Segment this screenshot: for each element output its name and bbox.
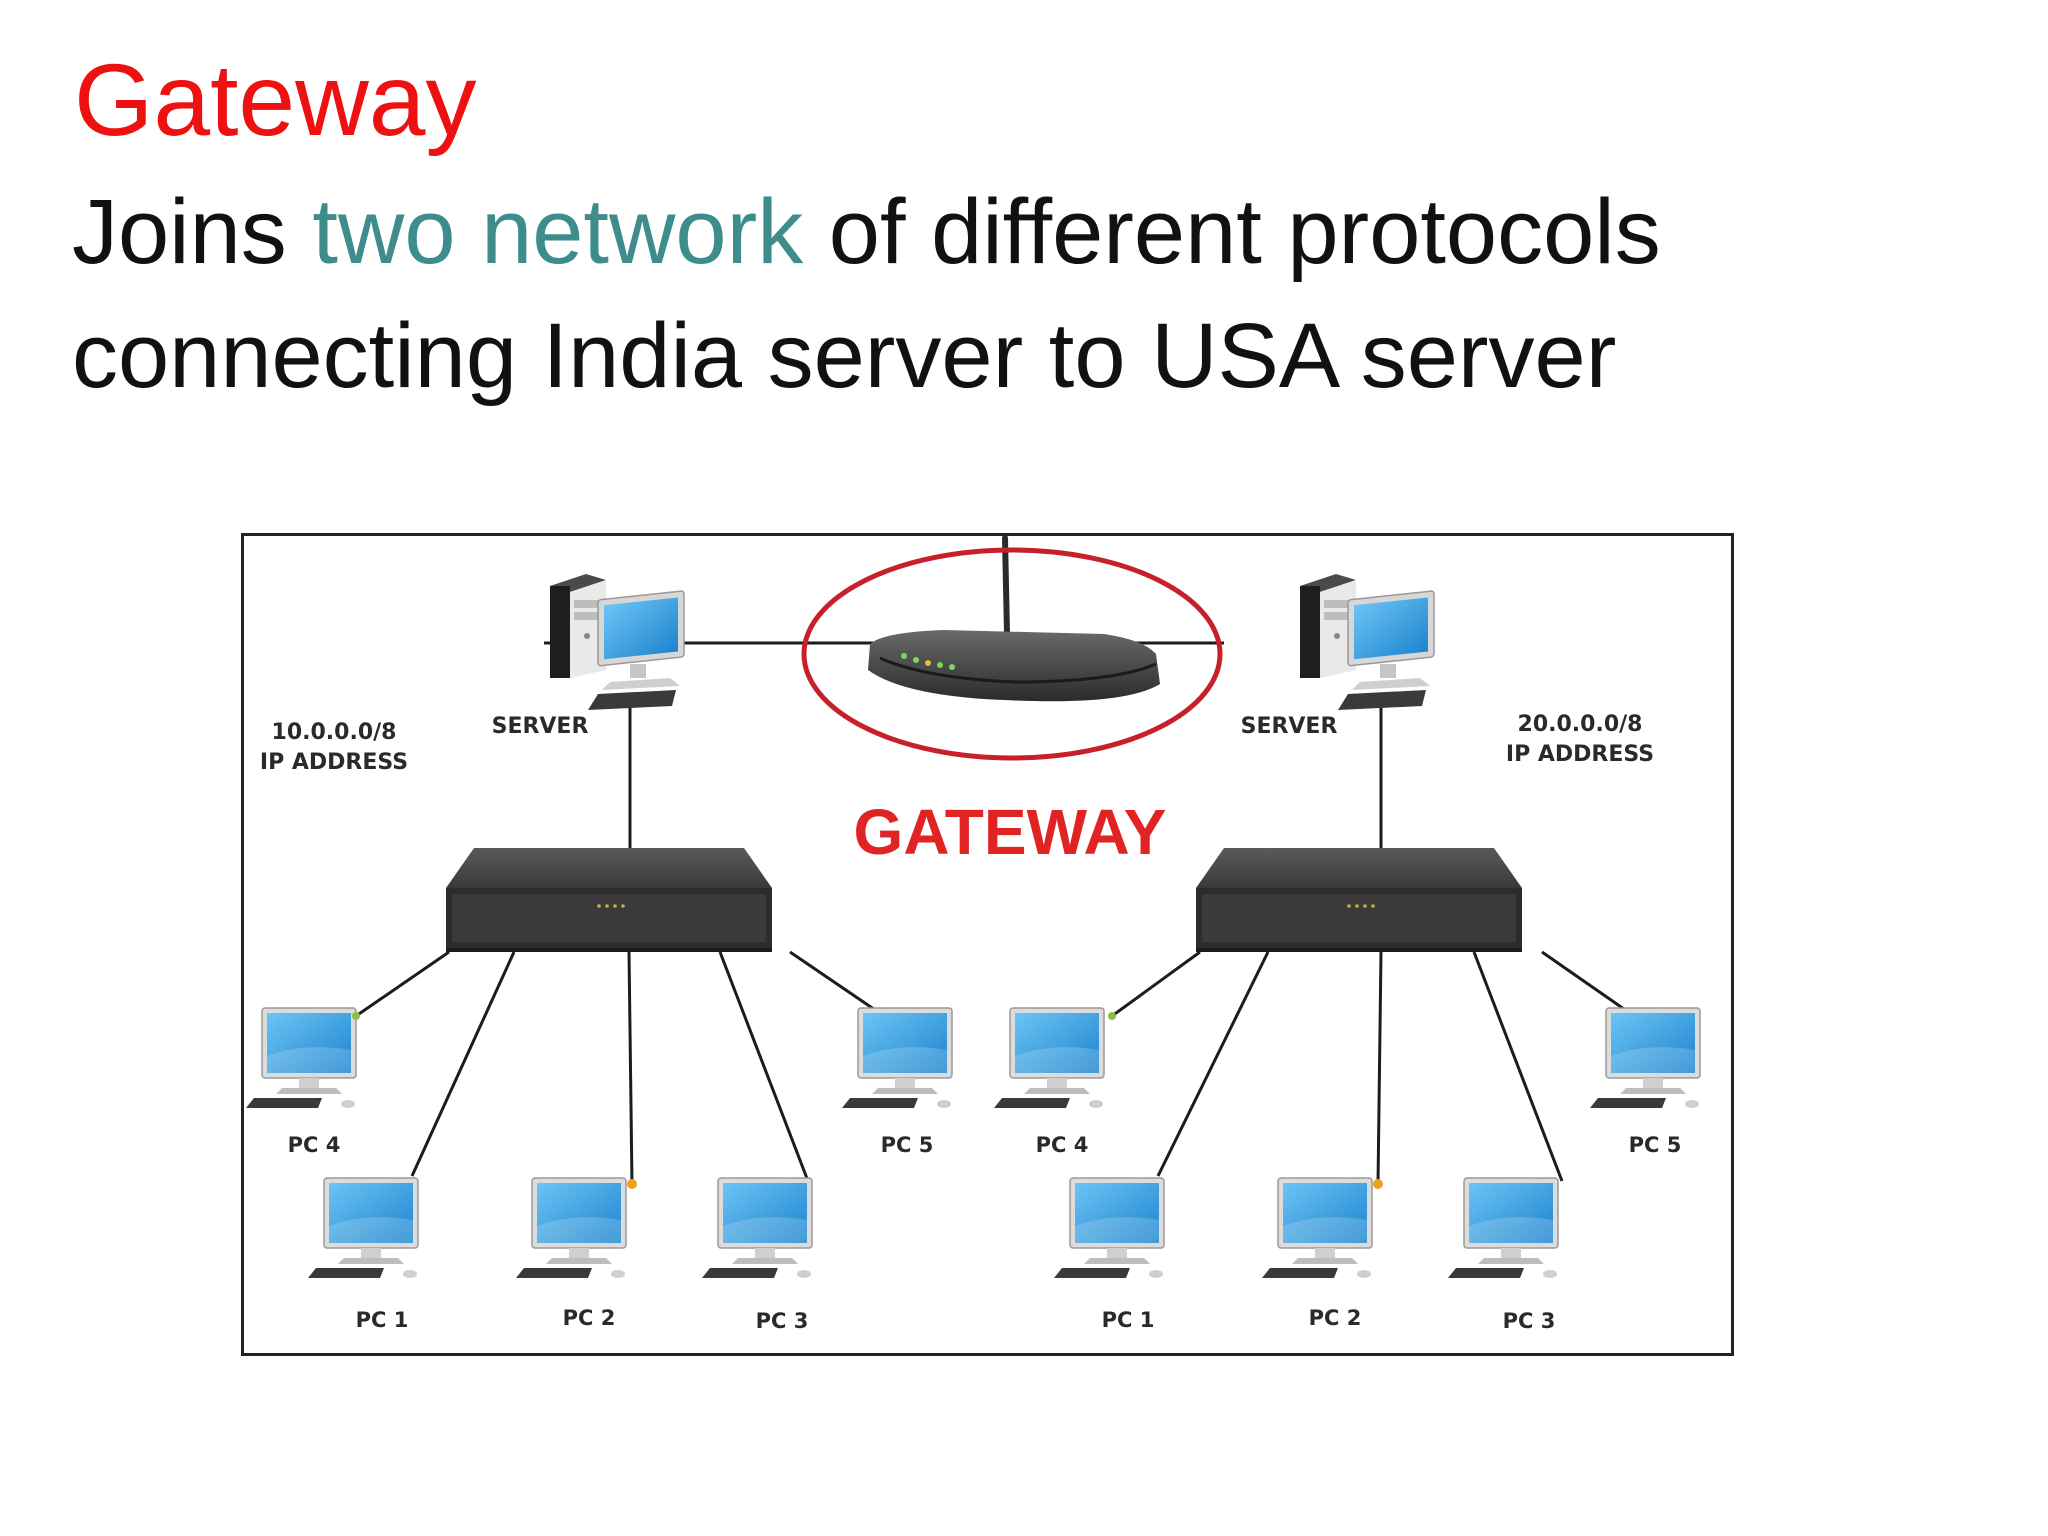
- right-switch-pc4-link: [1111, 950, 1201, 1018]
- desktop-pc-icon: [515, 1177, 627, 1279]
- subtitle-part1: Joins: [72, 181, 313, 283]
- desktop-pc-icon: [993, 1007, 1105, 1109]
- right-pc2-label: PC 2: [1309, 1306, 1362, 1330]
- port-dot: [352, 1012, 360, 1020]
- desktop-pc-icon: [701, 1177, 813, 1279]
- desktop-pc-icon: [1447, 1177, 1559, 1279]
- gateway-label: GATEWAY: [854, 796, 1167, 868]
- router-icon: [868, 536, 1160, 702]
- network-switch-icon: [446, 848, 772, 952]
- desktop-pc-icon: [1053, 1177, 1165, 1279]
- desktop-pc-icon: [245, 1007, 357, 1109]
- left-switch-pc5-link: [789, 950, 885, 1018]
- right-switch-pc2-link: [1376, 951, 1383, 1185]
- right-pc5-label: PC 5: [1629, 1133, 1682, 1157]
- right-pc4-label: PC 4: [1036, 1133, 1089, 1157]
- port-dot: [627, 1179, 637, 1189]
- right-ip: 20.0.0.0/8: [1518, 712, 1643, 737]
- port-dot: [1373, 1179, 1383, 1189]
- right-switch-pc5-link: [1541, 950, 1635, 1018]
- left-pc2-label: PC 2: [563, 1306, 616, 1330]
- desktop-pc-icon: [1589, 1007, 1701, 1109]
- desktop-pc-icon: [841, 1007, 953, 1109]
- left-switch-pc2-link: [627, 951, 634, 1185]
- left-ip-caption: IP ADDRESS: [260, 750, 408, 775]
- desktop-pc-icon: [307, 1177, 419, 1279]
- left-switch-pc4-link: [355, 950, 450, 1018]
- right-server-label: SERVER: [1241, 714, 1338, 739]
- port-dot: [1108, 1012, 1116, 1020]
- slide-title: Gateway: [74, 43, 477, 157]
- left-pc3-label: PC 3: [756, 1309, 809, 1333]
- left-pc5-label: PC 5: [881, 1133, 934, 1157]
- slide-subtitle: Joins two network of different protocols…: [72, 170, 1972, 418]
- desktop-pc-icon: [1261, 1177, 1373, 1279]
- left-pc4-label: PC 4: [288, 1133, 341, 1157]
- network-switch-icon: [1196, 848, 1522, 952]
- network-diagram-svg: 10.0.0.0/8 IP ADDRESS SERVER SERVER 20.0…: [245, 536, 1701, 1333]
- right-switch-pc1-link: [1156, 951, 1270, 1177]
- left-server-label: SERVER: [492, 714, 589, 739]
- subtitle-part2: of different protocols: [803, 181, 1661, 283]
- network-diagram: 10.0.0.0/8 IP ADDRESS SERVER SERVER 20.0…: [241, 533, 1734, 1356]
- server-tower-icon: [1299, 573, 1435, 711]
- left-pc1-label: PC 1: [356, 1308, 409, 1332]
- right-ip-caption: IP ADDRESS: [1506, 742, 1654, 767]
- left-switch-pc3-link: [718, 951, 810, 1182]
- left-ip: 10.0.0.0/8: [272, 720, 397, 745]
- right-pc3-label: PC 3: [1503, 1309, 1556, 1333]
- right-switch-pc3-link: [1472, 951, 1564, 1182]
- gateway-highlight-ellipse: [801, 547, 1223, 761]
- right-pc1-label: PC 1: [1102, 1308, 1155, 1332]
- subtitle-highlight: two network: [312, 181, 804, 283]
- left-switch-pc1-link: [410, 951, 516, 1177]
- subtitle-line2: connecting India server to USA server: [72, 305, 1617, 407]
- server-tower-icon: [549, 573, 685, 711]
